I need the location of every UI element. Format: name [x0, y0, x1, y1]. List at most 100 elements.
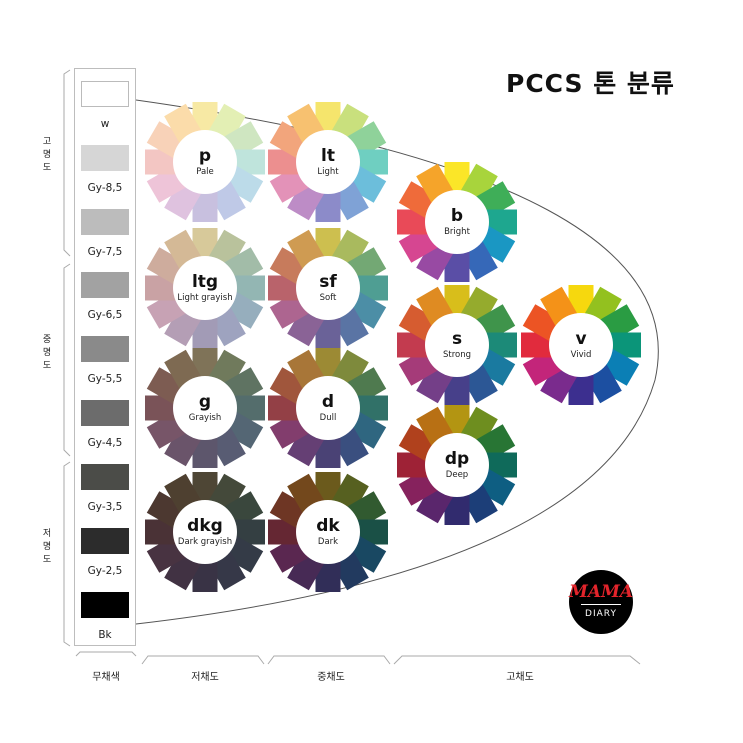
- gray-swatch-label: w: [100, 118, 110, 130]
- tone-abbreviation: dp: [445, 449, 469, 469]
- tone-name: Deep: [446, 470, 468, 480]
- tone-abbreviation: p: [199, 146, 211, 166]
- tone-hue-swatch: [315, 316, 341, 348]
- tone-center: [296, 130, 360, 194]
- tone-hue-swatch: [609, 332, 641, 358]
- tone-hue-swatch: [315, 102, 341, 134]
- lightness-bracket-low: [63, 461, 71, 647]
- chroma-bracket-high: [393, 655, 641, 665]
- gray-swatch: [81, 336, 129, 362]
- lightness-label-low: 저명도: [42, 529, 52, 565]
- tone-name: Grayish: [189, 413, 222, 423]
- tone-name: Pale: [196, 167, 214, 177]
- tone-center: [173, 500, 237, 564]
- tone-center: [173, 376, 237, 440]
- tone-hue-swatch: [485, 209, 517, 235]
- tone-hue-swatch: [145, 275, 177, 301]
- tone-hue-swatch: [233, 519, 265, 545]
- tone-hue-swatch: [268, 149, 300, 175]
- tone-hue-swatch: [145, 149, 177, 175]
- tone-hue-swatch: [145, 519, 177, 545]
- tone-name: Dark grayish: [178, 537, 232, 547]
- logo-subtitle: DIARY: [585, 609, 617, 619]
- tone-abbreviation: v: [575, 329, 586, 349]
- tone-center: [549, 313, 613, 377]
- chroma-bracket-low: [141, 655, 265, 665]
- tone-hue-swatch: [315, 190, 341, 222]
- lightness-bracket-high: [63, 69, 71, 257]
- tone-hue-swatch: [356, 519, 388, 545]
- tone-hue-swatch: [192, 348, 218, 380]
- tone-hue-swatch: [397, 452, 429, 478]
- tone-hue-swatch: [397, 209, 429, 235]
- chroma-label-low: 저채도: [191, 672, 219, 683]
- tone-hue-swatch: [521, 332, 553, 358]
- tone-hue-swatch: [356, 395, 388, 421]
- tone-hue-swatch: [444, 405, 470, 437]
- chroma-label-high: 고채도: [506, 672, 534, 683]
- lightness-bracket-mid: [63, 263, 71, 457]
- gray-swatch: [81, 81, 129, 107]
- gray-swatch-label: Gy-5,5: [87, 373, 123, 385]
- tone-hue-swatch: [356, 149, 388, 175]
- tone-center: [425, 433, 489, 497]
- gray-swatch-label: Gy-3,5: [87, 501, 123, 513]
- tone-abbreviation: ltg: [192, 272, 218, 292]
- logo-mark: MAMA: [569, 582, 634, 602]
- gray-swatch-label: Gy-8,5: [87, 182, 123, 194]
- chroma-label-achromatic: 무채색: [92, 672, 120, 683]
- tone-hue-swatch: [233, 395, 265, 421]
- tone-hue-swatch: [192, 228, 218, 260]
- tone-hue-swatch: [315, 228, 341, 260]
- tone-hue-swatch: [568, 373, 594, 405]
- tone-hue-swatch: [233, 149, 265, 175]
- tone-abbreviation: b: [451, 206, 463, 226]
- lightness-label-high: 고명도: [42, 137, 52, 173]
- gray-swatch: [81, 464, 129, 490]
- page-title: PCCS 톤 분류: [506, 69, 675, 98]
- tone-name: Strong: [443, 350, 471, 360]
- chroma-bracket-mid: [267, 655, 391, 665]
- tone-envelope-curve: [135, 99, 659, 625]
- tone-abbreviation: g: [199, 392, 211, 412]
- gray-swatch-label: Gy-7,5: [87, 246, 123, 258]
- logo-divider: [581, 604, 621, 605]
- tone-center: [425, 190, 489, 254]
- gray-swatch: [81, 209, 129, 235]
- tone-center: [173, 256, 237, 320]
- tone-hue-swatch: [192, 560, 218, 592]
- tone-center: [296, 376, 360, 440]
- tone-abbreviation: dk: [316, 516, 340, 536]
- tone-name: Soft: [320, 293, 337, 303]
- tone-hue-swatch: [268, 395, 300, 421]
- tone-hue-swatch: [192, 472, 218, 504]
- tone-hue-swatch: [192, 316, 218, 348]
- gray-swatch-label: Gy-2,5: [87, 565, 123, 577]
- tone-hue-swatch: [444, 250, 470, 282]
- tone-hue-swatch: [444, 162, 470, 194]
- gray-swatch-label: Gy-6,5: [87, 309, 123, 321]
- tone-abbreviation: s: [452, 329, 462, 349]
- tone-hue-swatch: [315, 348, 341, 380]
- tone-hue-swatch: [444, 493, 470, 525]
- gray-swatch-label: Bk: [98, 629, 112, 641]
- tone-hue-swatch: [315, 436, 341, 468]
- gray-swatch: [81, 145, 129, 171]
- tone-hue-swatch: [268, 275, 300, 301]
- tone-hue-swatch: [356, 275, 388, 301]
- tone-hue-swatch: [192, 102, 218, 134]
- chroma-label-mid: 중채도: [317, 672, 345, 683]
- tone-center: [173, 130, 237, 194]
- gray-swatch: [81, 592, 129, 618]
